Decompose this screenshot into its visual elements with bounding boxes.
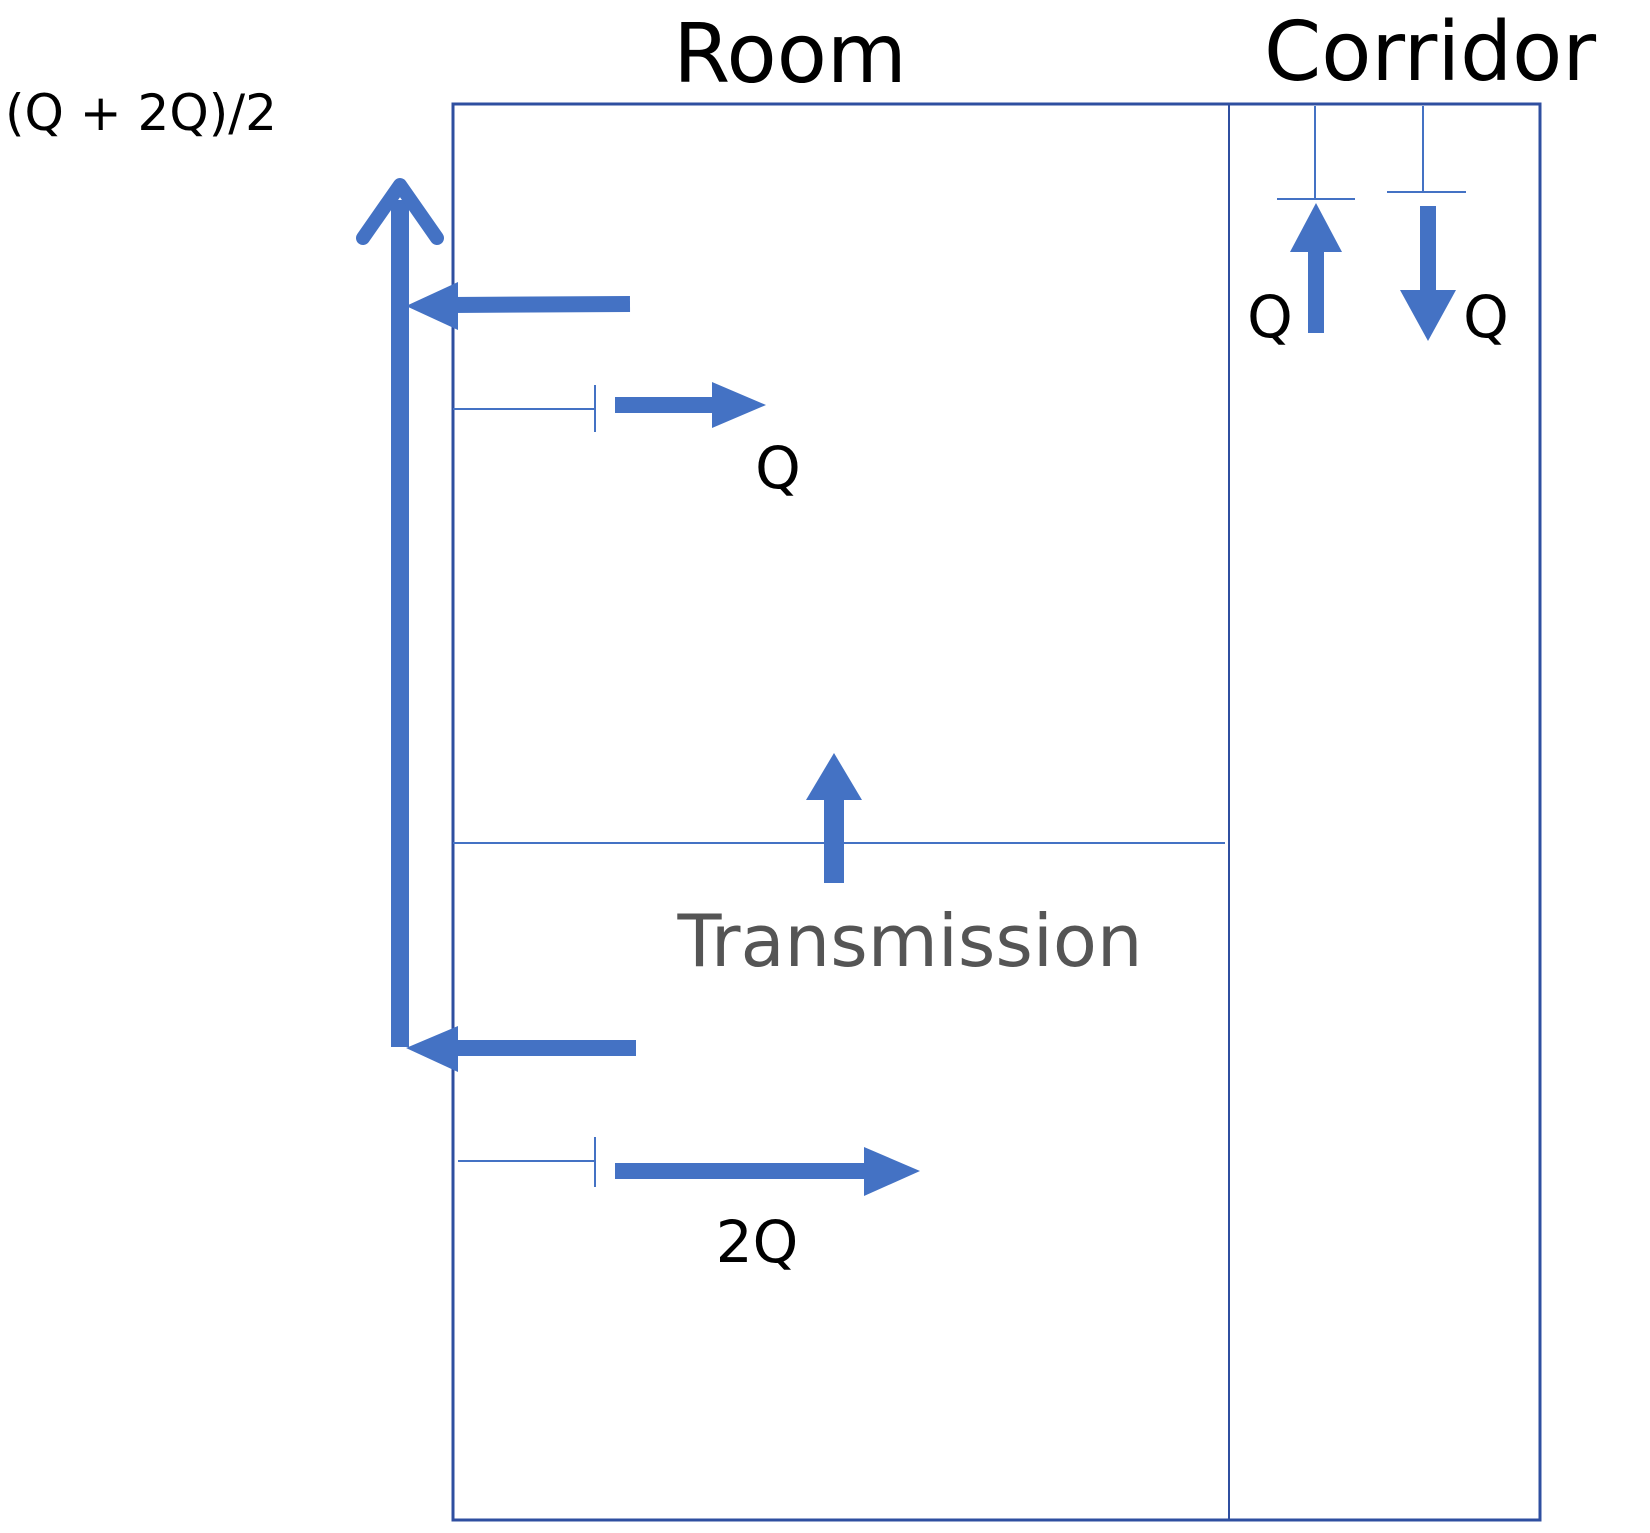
vertical-exhaust-arrowhead-icon <box>356 178 444 245</box>
upper-supply-label: Q <box>755 434 801 502</box>
corridor-title: Corridor <box>1264 5 1596 100</box>
lower-supply-label: 2Q <box>716 1208 799 1276</box>
upper-exhaust-arrowhead-icon <box>406 282 458 330</box>
room-title: Room <box>673 7 907 102</box>
lower-exhaust-arrowhead-icon <box>406 1026 458 1072</box>
transmission-arrowhead-icon <box>806 753 862 800</box>
corridor-up-flow-label: Q <box>1247 283 1293 351</box>
mixed-flow-label: (Q + 2Q)/2 <box>5 84 277 142</box>
corridor-up-arrowhead-icon <box>1290 203 1342 252</box>
transmission-label: Transmission <box>676 899 1142 983</box>
lower-supply-arrowhead-icon <box>864 1147 920 1196</box>
room-corridor-outline <box>451 102 1542 1522</box>
upper-exhaust-arrow-shaft <box>449 296 631 313</box>
corridor-down-arrowhead-icon <box>1400 290 1456 341</box>
corridor-down-flow-label: Q <box>1463 283 1509 351</box>
upper-supply-arrowhead-icon <box>712 382 766 428</box>
